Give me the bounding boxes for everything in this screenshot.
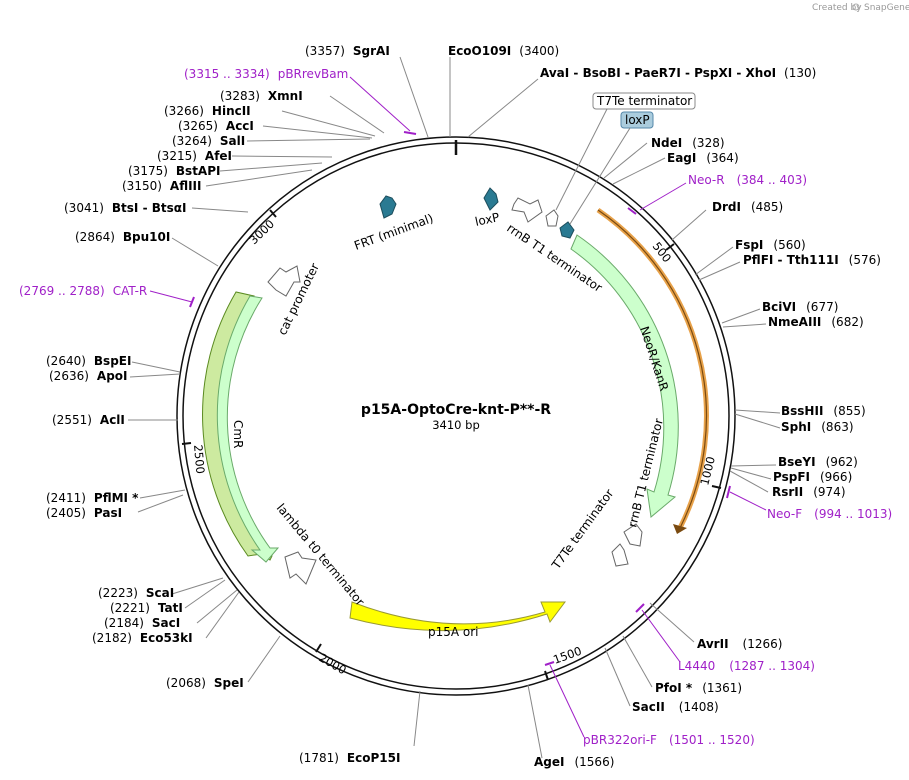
t7te-box-label: T7Te terminator bbox=[596, 94, 692, 108]
enzyme-pspfi: PspFI(966) bbox=[773, 470, 852, 484]
rrnb-top-arrow bbox=[511, 197, 543, 223]
primer-labels: (3315 .. 3334)pBRrevBam Neo-R(384 .. 403… bbox=[19, 67, 892, 747]
tick-500 bbox=[665, 243, 675, 251]
primer-pbr322ori-f: pBR322ori-F(1501 .. 1520) bbox=[583, 733, 755, 747]
enzyme-ndei: NdeI(328) bbox=[651, 136, 725, 150]
rrnb-top-small-arrow bbox=[545, 209, 559, 227]
enzyme-rsrii: RsrII(974) bbox=[772, 485, 846, 499]
tick-3000 bbox=[269, 209, 277, 218]
enzyme-agei: AgeI(1566) bbox=[534, 755, 614, 769]
neo-primer-arc-core bbox=[597, 209, 708, 529]
neo-f-site bbox=[726, 485, 731, 499]
primer-cat-r: (2769 .. 2788)CAT-R bbox=[19, 284, 147, 298]
enzyme-eco53ki: (2182)Eco53kI bbox=[92, 631, 193, 645]
enzyme-ecop15i: (1781)EcoP15I bbox=[299, 751, 400, 765]
enzyme-acci: (3265)AccI bbox=[178, 119, 254, 133]
tick-2500 bbox=[181, 442, 192, 445]
enzyme-pfoi: PfoI *(1361) bbox=[655, 681, 742, 695]
enzyme-bpu10i: (2864)Bpu10I bbox=[75, 230, 170, 244]
primer-neo-r: Neo-R(384 .. 403) bbox=[688, 173, 807, 187]
cmr-arrow bbox=[216, 295, 280, 563]
tick-label-3000: 3000 bbox=[246, 217, 277, 247]
enzyme-bsshii: BssHII(855) bbox=[781, 404, 866, 418]
enzyme-pasi: (2405)PasI bbox=[46, 506, 122, 520]
enzyme-afliii: (3150)AflIII bbox=[122, 179, 201, 193]
frt-arrow bbox=[379, 195, 397, 219]
loxp-box bbox=[620, 111, 654, 129]
tick-1500 bbox=[544, 670, 549, 681]
tick-1000 bbox=[711, 485, 722, 489]
enzyme-nmeaiii: NmeAIII(682) bbox=[768, 315, 864, 329]
enzyme-scai: (2223)ScaI bbox=[98, 586, 174, 600]
enzyme-avrii: AvrII(1266) bbox=[697, 637, 782, 651]
lambda-t0-label: lambda t0 terminator bbox=[274, 501, 367, 609]
plasmid-length: 3410 bp bbox=[432, 418, 480, 432]
primer-neo-f: Neo-F(994 .. 1013) bbox=[767, 507, 892, 521]
enzyme-fspi: FspI(560) bbox=[735, 238, 806, 252]
enzyme-sgrai: (3357)SgrAI bbox=[305, 44, 390, 58]
enzyme-drdi: DrdI(485) bbox=[712, 200, 783, 214]
lambda-t0-arrow bbox=[284, 551, 317, 585]
pbr322ori-f-site bbox=[544, 661, 555, 666]
t7te-right-arrow bbox=[611, 543, 629, 567]
enzyme-bstapi: (3175)BstAPI bbox=[128, 164, 220, 178]
neo-r-site bbox=[627, 207, 637, 215]
enzyme-labels: (3357)SgrAI EcoO109I(3400) AvaI - BsoBI … bbox=[46, 44, 881, 769]
tick-label-2500: 2500 bbox=[191, 444, 207, 474]
t7te-box bbox=[592, 92, 696, 110]
credit-text: Created by bbox=[812, 3, 862, 13]
enzyme-hincii: (3266)HincII bbox=[164, 104, 251, 118]
loxp-2-arrow bbox=[559, 221, 575, 239]
l4440-site bbox=[635, 603, 645, 613]
enzyme-eagi: EagI(364) bbox=[667, 151, 739, 165]
enzyme-acli: (2551)AclI bbox=[52, 413, 125, 427]
enzyme-pflfi: PflFI - Tth111I(576) bbox=[743, 253, 881, 267]
primer-pbrrevbam: (3315 .. 3334)pBRrevBam bbox=[184, 67, 348, 81]
enzyme-tati: (2221)TatI bbox=[110, 601, 183, 615]
pbrrevbam-site bbox=[403, 131, 417, 135]
cat-promoter-arrow bbox=[267, 265, 301, 297]
enzyme-bspei: (2640)BspEI bbox=[46, 354, 131, 368]
enzyme-sphi: SphI(863) bbox=[781, 420, 854, 434]
enzyme-saci: (2184)SacI bbox=[104, 616, 180, 630]
neor-kanr-arrow bbox=[570, 234, 679, 518]
enzyme-afei: (3215)AfeI bbox=[157, 149, 232, 163]
enzyme-btsi: (3041)BtsI - BtsαI bbox=[64, 201, 186, 215]
primer-leaders bbox=[149, 76, 767, 738]
t7te-leader bbox=[555, 108, 608, 211]
p15a-ori-label: p15A ori bbox=[428, 625, 479, 639]
t7te-right-label: T7Te terminator bbox=[549, 486, 617, 572]
enzyme-bcivi: BciVI(677) bbox=[762, 300, 838, 314]
neo-primer-arrowhead bbox=[673, 524, 687, 534]
enzyme-sali: (3264)SalI bbox=[172, 134, 245, 148]
snapgene-logo-icon bbox=[852, 3, 860, 11]
plasmid-name: p15A-OptoCre-knt-P**-R bbox=[361, 402, 551, 418]
enzyme-pflmi: (2411)PflMI * bbox=[46, 491, 139, 505]
frt-label: FRT (minimal) bbox=[352, 211, 435, 253]
enzyme-ecoo109i: EcoO109I(3400) bbox=[448, 44, 559, 58]
primer-l4440: L4440(1287 .. 1304) bbox=[678, 659, 815, 673]
p15a-ori-arrow bbox=[349, 601, 566, 632]
enzyme-spei: (2068)SpeI bbox=[166, 676, 244, 690]
tick-label-2000: 2000 bbox=[317, 650, 349, 677]
cmr-label: CmR bbox=[231, 420, 245, 448]
loxp-label: loxP bbox=[474, 210, 501, 229]
loxp-box-label: loxP bbox=[625, 113, 650, 127]
enzyme-apoi: (2636)ApoI bbox=[49, 369, 128, 383]
enzyme-leaders bbox=[128, 56, 781, 759]
rrnb-right-arrow bbox=[623, 523, 643, 547]
snapgene-brand: SnapGene bbox=[864, 3, 909, 13]
backbone-outer-ring bbox=[176, 136, 736, 696]
tick-label-1500: 1500 bbox=[551, 644, 583, 667]
primer-sites bbox=[189, 131, 731, 666]
tick-2000 bbox=[315, 643, 322, 653]
enzyme-bseyi: BseYI(962) bbox=[778, 455, 858, 469]
enzyme-xmni: (3283)XmnI bbox=[220, 89, 303, 103]
enzyme-avai: AvaI - BsoBI - PaeR7I - PspXI - XhoI(130… bbox=[540, 66, 816, 80]
enzyme-sacii: SacII(1408) bbox=[632, 700, 719, 714]
loxp-leader bbox=[569, 127, 631, 225]
loxp-arrow bbox=[483, 187, 499, 211]
